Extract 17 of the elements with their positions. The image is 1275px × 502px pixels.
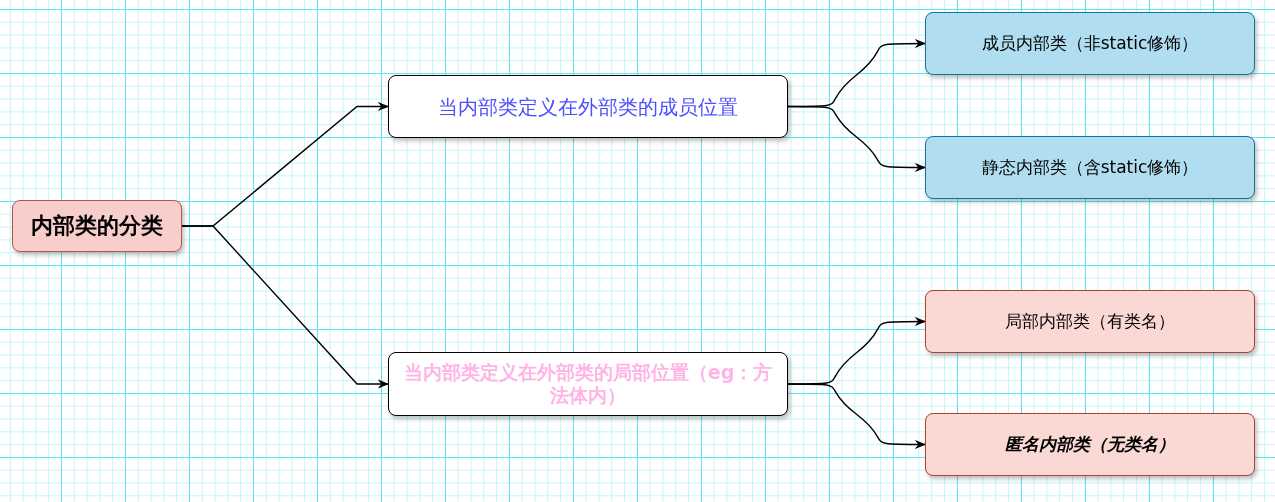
category-box: [388, 352, 788, 416]
node-label: 当内部类定义在外部类的成员位置: [438, 94, 738, 119]
category-box: [925, 290, 1255, 353]
node-label: 局部内部类（有类名）: [1005, 311, 1175, 332]
category-box: [388, 75, 788, 138]
node-label: 静态内部类（含static修饰）: [981, 157, 1199, 178]
arrow: [181, 225, 390, 389]
node-label: 内部类的分类: [31, 212, 163, 240]
category-box: [925, 136, 1255, 199]
node-label: 当内部类定义在外部类的局部位置（eg：方法体内）: [402, 361, 774, 407]
node-label: 成员内部类（非static修饰）: [981, 33, 1199, 54]
root-box: [12, 200, 182, 252]
arrow: [787, 105, 927, 172]
category-box: [925, 413, 1255, 476]
node-label: 匿名内部类（无类名）: [1005, 434, 1175, 455]
category-box: [925, 12, 1255, 75]
arrow: [787, 383, 927, 449]
